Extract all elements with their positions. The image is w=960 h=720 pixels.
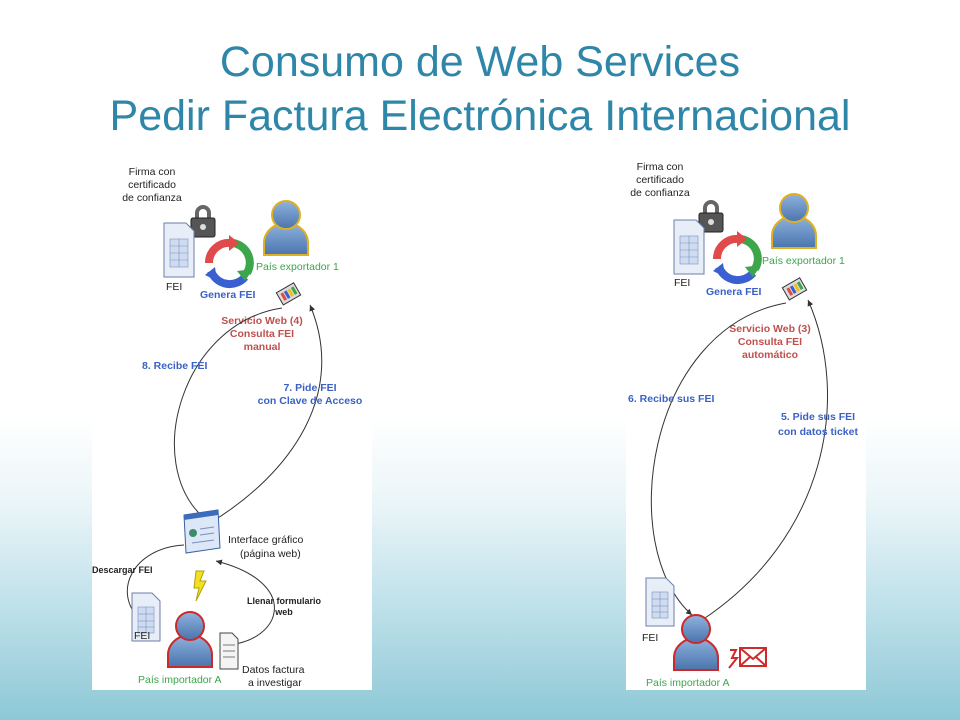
importer-user-icon: [673, 614, 719, 671]
fei-bottom-label: FEI: [134, 630, 150, 642]
fei-bottom-document-icon: [131, 592, 161, 642]
exporter-user-icon: [771, 193, 817, 249]
cycle-arrows-icon: [712, 231, 762, 285]
fei-document-icon: [163, 222, 195, 278]
interface-label-1: Interface gráfico: [228, 534, 303, 546]
signature-label-3: de confianza: [630, 187, 690, 199]
slide-title-line2: Pedir Factura Electrónica Internacional: [109, 92, 851, 140]
lightning-icon: [193, 570, 207, 602]
data-label-1: Datos factura: [242, 664, 305, 676]
receive-label: 8. Recibe FEI: [142, 360, 207, 372]
diagram-manual: Firma con certificado de confianza FEI: [92, 166, 363, 689]
slide-title-line1: Consumo de Web Services: [219, 38, 741, 86]
fei-label: FEI: [674, 277, 690, 289]
padlock-icon: [698, 200, 724, 233]
service-label-3: manual: [244, 341, 281, 353]
web-service-icon: [781, 277, 808, 301]
signature-label-1: Firma con: [129, 166, 176, 178]
web-service-icon: [275, 282, 302, 306]
diagram-automatic-panel: Firma con certificado de confianza FEI G…: [626, 158, 866, 690]
signature-label-1: Firma con: [637, 161, 684, 173]
importer-user-icon: [167, 611, 213, 668]
request-label-2: con Clave de Acceso: [258, 395, 363, 407]
request-label-1: 7. Pide FEI: [283, 382, 336, 394]
fill-form-label-2: web: [274, 607, 293, 617]
request-fei-arrow: [701, 299, 829, 621]
request-fei-arrow: [209, 304, 323, 524]
fei-document-icon: [673, 219, 705, 275]
importer-label: País importador A: [138, 674, 221, 686]
receive-label: 6. Recibe sus FEI: [628, 393, 714, 405]
receive-fei-arrow: [173, 307, 283, 519]
fill-form-label-1: Llenar formulario: [247, 596, 322, 606]
exporter-label: País exportador 1: [762, 255, 845, 267]
diagram-automatic: Firma con certificado de confianza FEI G…: [628, 161, 858, 689]
request-label-1: 5. Pide sus FEI: [781, 411, 855, 423]
padlock-icon: [190, 205, 216, 238]
fei-bottom-document-icon: [645, 577, 675, 627]
importer-label: País importador A: [646, 677, 729, 689]
service-label-1: Servicio Web (4): [221, 315, 303, 327]
web-interface-icon: [183, 509, 221, 554]
cycle-arrows-icon: [204, 235, 254, 289]
service-label-1: Servicio Web (3): [729, 323, 811, 335]
genera-fei-label: Genera FEI: [200, 289, 256, 301]
diagram-manual-panel: Firma con certificado de confianza FEI: [92, 163, 372, 690]
signature-label-2: certificado: [128, 179, 176, 191]
exporter-user-icon: [263, 200, 309, 256]
service-label-3: automático: [742, 349, 798, 361]
exporter-label: País exportador 1: [256, 261, 339, 273]
service-label-2: Consulta FEI: [738, 336, 802, 348]
fei-bottom-label: FEI: [642, 632, 658, 644]
signature-label-2: certificado: [636, 174, 684, 186]
download-label: Descargar FEI: [92, 565, 153, 575]
request-label-2: con datos ticket: [778, 426, 858, 438]
ticket-mail-icon: [728, 647, 767, 669]
fill-form-arrow: [215, 559, 275, 646]
signature-label-3: de confianza: [122, 192, 182, 204]
interface-label-2: (página web): [240, 548, 301, 560]
fei-label: FEI: [166, 281, 182, 293]
genera-fei-label: Genera FEI: [706, 286, 762, 298]
data-document-icon: [219, 632, 239, 670]
service-label-2: Consulta FEI: [230, 328, 294, 340]
data-label-2: a investigar: [248, 677, 302, 689]
